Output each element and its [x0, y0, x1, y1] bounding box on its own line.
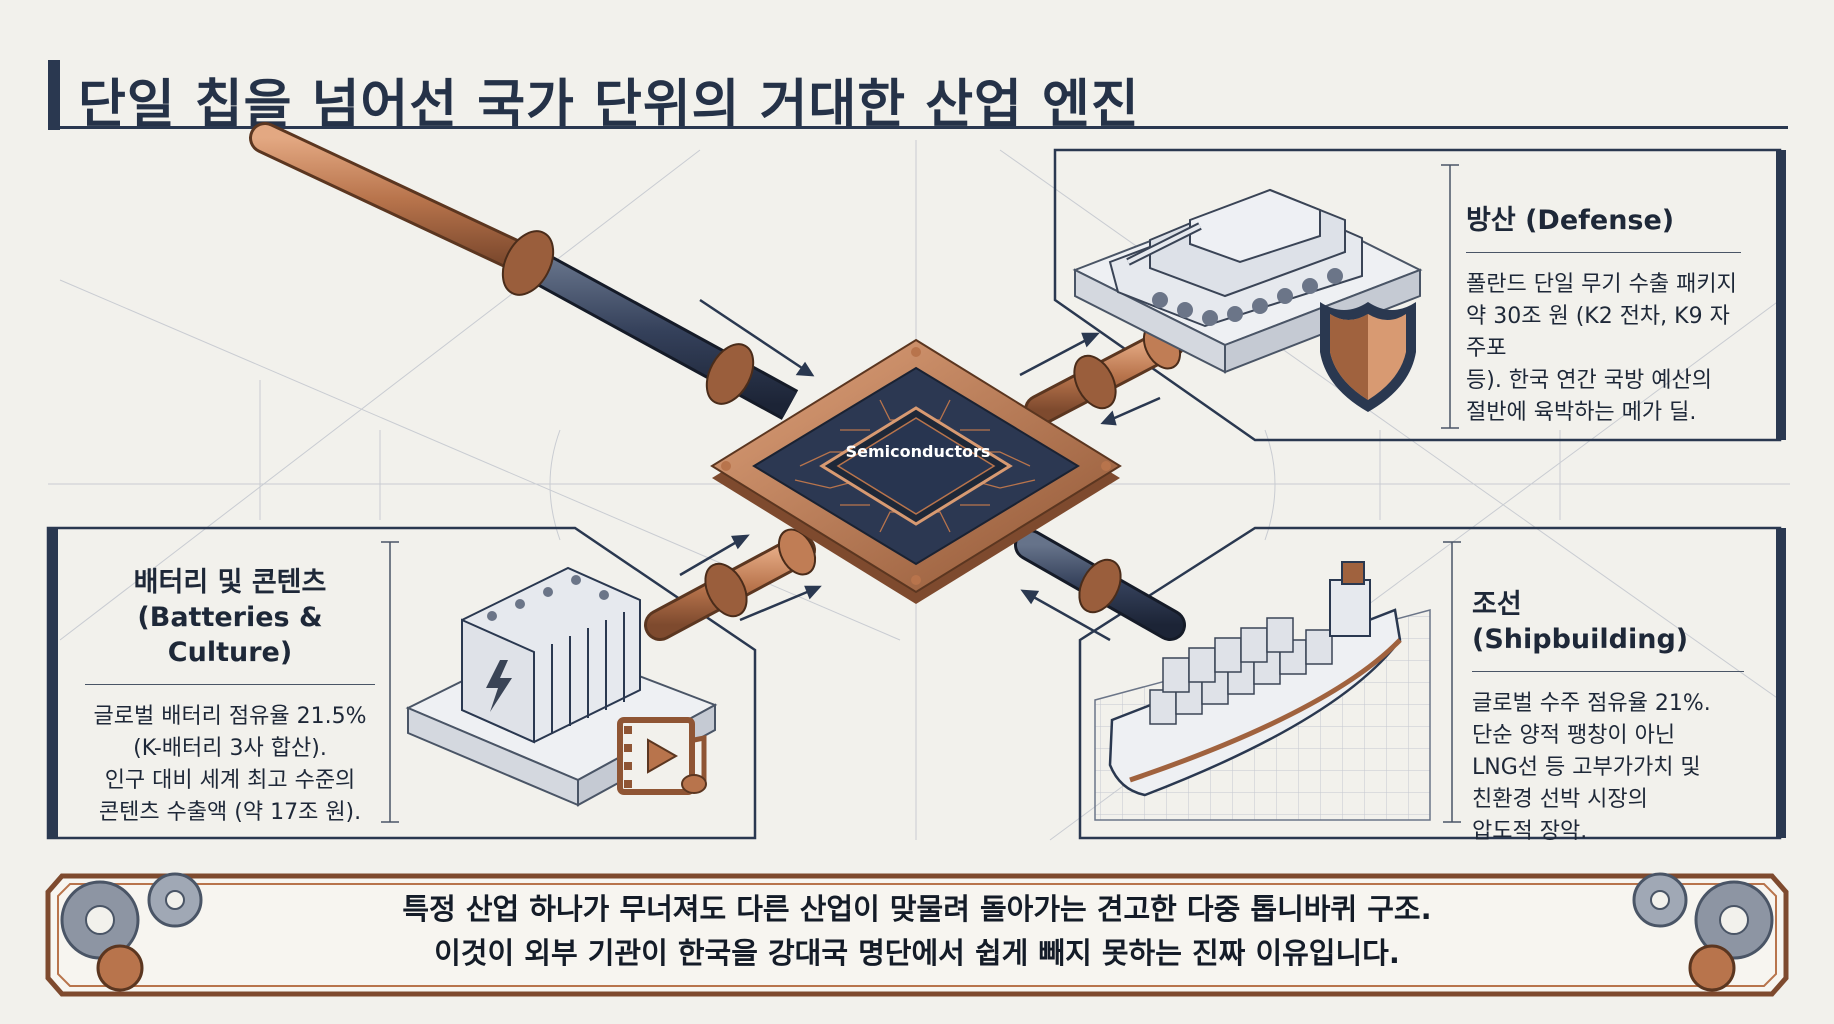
shipbuilding-heading: 조선 (Shipbuilding)	[1472, 589, 1689, 656]
tank-icon	[1072, 188, 1423, 374]
pipe-lower-right	[1014, 529, 1186, 641]
shield-icon	[1320, 302, 1416, 412]
battery-heading: 배터리 및 콘텐츠 (Batteries & Culture)	[133, 567, 327, 669]
gear-icon	[1632, 872, 1774, 992]
chip-label: Semiconductors	[845, 442, 991, 461]
flow-arrows	[679, 298, 1161, 642]
title-accent-bar	[48, 60, 60, 130]
chip-icon	[710, 338, 1122, 604]
shipbuilding-panel: 조선 (Shipbuilding) 글로벌 수주 점유율 21%. 단순 양적 …	[1472, 587, 1744, 848]
banner-text: 특정 산업 하나가 무너져도 다른 산업이 맞물려 돌아가는 견고한 다중 톱니…	[402, 892, 1432, 970]
gear-icon	[60, 872, 203, 992]
defense-body: 폴란드 단일 무기 수출 패키지 약 30조 원 (K2 전차, K9 자주포 …	[1466, 272, 1737, 425]
defense-panel: 방산 (Defense) 폴란드 단일 무기 수출 패키지 약 30조 원 (K…	[1466, 203, 1741, 429]
panel-frame-shipbuilding	[1078, 526, 1786, 840]
shipbuilding-body: 글로벌 수주 점유율 21%. 단순 양적 팽창이 아닌 LNG선 등 고부가가…	[1472, 691, 1711, 844]
title-underline	[48, 126, 1788, 129]
battery-body: 글로벌 배터리 점유율 21.5% (K-배터리 3사 합산). 인구 대비 세…	[93, 704, 367, 825]
pipe-upper-left	[249, 122, 799, 420]
defense-heading: 방산 (Defense)	[1466, 205, 1675, 236]
bottom-banner	[45, 873, 1789, 997]
ship-icon	[1094, 561, 1431, 821]
pipe-lower-left	[644, 528, 817, 641]
panel-frame-battery	[46, 526, 757, 840]
shipbuilding-divider	[1472, 671, 1744, 673]
title-block: 단일 칩을 넘어선 국가 단위의 거대한 산업 엔진	[48, 60, 1788, 135]
media-icon	[617, 717, 707, 795]
defense-divider	[1466, 252, 1741, 254]
panel-frame-defense	[1053, 148, 1786, 442]
battery-divider	[85, 684, 375, 686]
page-title: 단일 칩을 넘어선 국가 단위의 거대한 산업 엔진	[78, 75, 1140, 135]
battery-panel: 배터리 및 콘텐츠 (Batteries & Culture) 글로벌 배터리 …	[85, 565, 375, 829]
